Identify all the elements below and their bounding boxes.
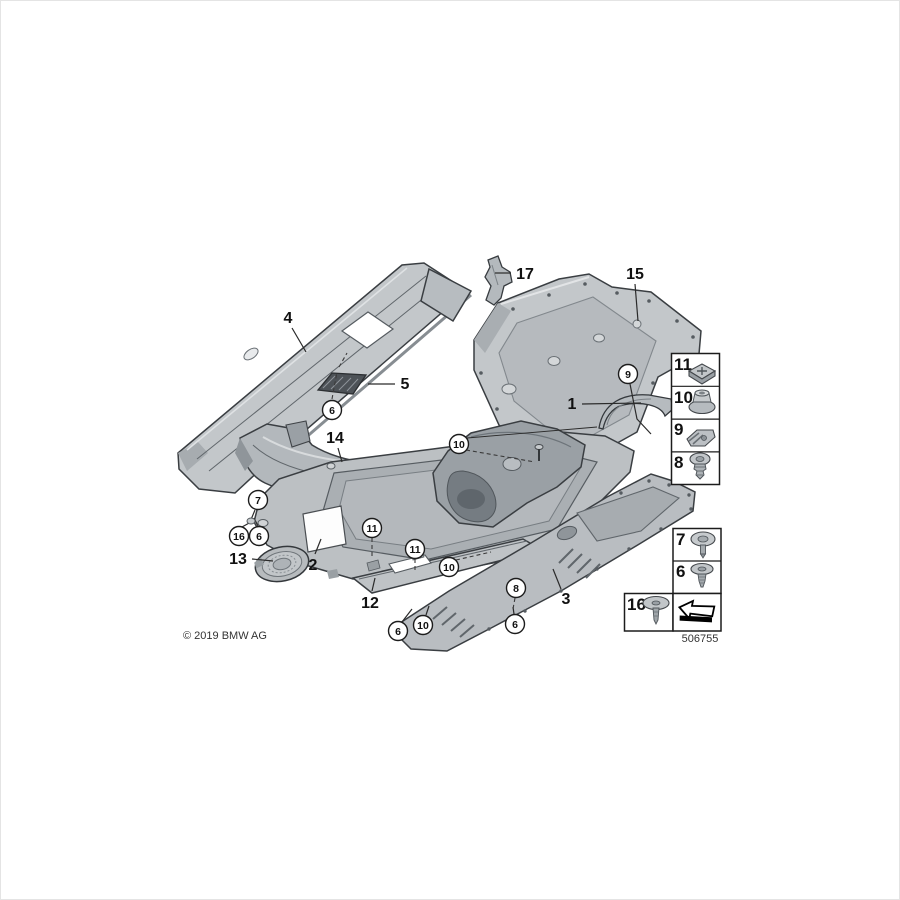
legend-fastener-table: 11 10 9 8 xyxy=(623,352,722,632)
heat-shield-5 xyxy=(316,372,368,395)
callout-text-10-c[interactable]: 10 xyxy=(417,620,429,632)
legend-num-8[interactable]: 8 xyxy=(674,453,683,472)
legend-num-16[interactable]: 16 xyxy=(627,595,646,614)
washer-screw-icon xyxy=(690,531,716,559)
plastic-nut-icon xyxy=(688,389,716,415)
callout-text-7[interactable]: 7 xyxy=(255,495,261,507)
legend-cell-9[interactable]: 9 xyxy=(674,420,716,447)
legend-cell-16[interactable]: 16 xyxy=(627,595,670,626)
part-label-12[interactable]: 12 xyxy=(361,595,379,612)
center-heat-shield xyxy=(432,420,586,528)
callout-text-8[interactable]: 8 xyxy=(513,583,519,595)
panel-3-ribs xyxy=(558,548,601,579)
callout-text-6-d[interactable]: 6 xyxy=(512,619,518,631)
cover-cap-13 xyxy=(254,545,310,583)
underbody-panel-3 xyxy=(398,473,696,652)
callout-circle-9[interactable]: 9 xyxy=(617,363,639,385)
panel-4-end-shade xyxy=(178,442,208,471)
panel-2-slot xyxy=(302,505,347,553)
legend-cell-6[interactable]: 6 xyxy=(676,562,714,588)
callout-circle-10-a[interactable]: 10 xyxy=(448,433,470,455)
legend-cell-11[interactable]: 11 xyxy=(674,355,717,385)
callout-circle-6-d[interactable]: 6 xyxy=(504,613,526,635)
callout-circle-8[interactable]: 8 xyxy=(505,577,527,599)
part-label-17[interactable]: 17 xyxy=(516,266,534,283)
legend-num-11[interactable]: 11 xyxy=(674,355,692,374)
callout-text-6-c[interactable]: 6 xyxy=(395,626,401,638)
large-washer-rivet-icon xyxy=(642,595,670,626)
part-label-13[interactable]: 13 xyxy=(229,551,247,568)
callout-circle-11-a[interactable]: 11 xyxy=(361,517,383,539)
clamp-clip-icon xyxy=(686,429,716,447)
legend-cell-8[interactable]: 8 xyxy=(674,452,711,480)
part-label-15[interactable]: 15 xyxy=(626,266,644,283)
callout-text-16[interactable]: 16 xyxy=(233,531,245,543)
callout-circle-7[interactable]: 7 xyxy=(247,489,269,511)
expanding-rivet-icon xyxy=(689,452,711,480)
part-label-1[interactable]: 1 xyxy=(568,396,577,413)
callout-circle-10-b[interactable]: 10 xyxy=(438,556,460,578)
callout-circle-11-b[interactable]: 11 xyxy=(404,538,426,560)
legend-num-10[interactable]: 10 xyxy=(674,388,693,407)
panel-3-rivet-holes xyxy=(487,479,693,631)
panel-3-left-ribs xyxy=(432,606,475,638)
callout-text-11-a[interactable]: 11 xyxy=(366,523,377,535)
callout-circle-10-c[interactable]: 10 xyxy=(412,614,434,636)
legend-num-6[interactable]: 6 xyxy=(676,562,685,581)
rivet-screw-icon xyxy=(690,562,714,588)
callout-text-10-a[interactable]: 10 xyxy=(453,439,465,451)
leader-lines xyxy=(241,272,652,623)
part-label-3[interactable]: 3 xyxy=(562,591,571,608)
copyright-text: © 2019 BMW AG xyxy=(183,630,267,642)
callout-text-6-a[interactable]: 6 xyxy=(329,405,335,417)
part-number-labels: 4 5 17 15 1 14 13 2 12 3 xyxy=(229,266,644,612)
callout-text-9[interactable]: 9 xyxy=(625,369,631,381)
part-label-14[interactable]: 14 xyxy=(326,430,344,447)
legend-num-7[interactable]: 7 xyxy=(676,530,685,549)
underbody-panel-15 xyxy=(473,273,702,472)
fastener-callouts: 6 9 10 7 16 6 11 11 xyxy=(228,363,639,642)
cage-nut-icon xyxy=(687,363,717,385)
callout-circle-16[interactable]: 16 xyxy=(228,525,250,547)
callout-text-10-b[interactable]: 10 xyxy=(443,562,455,574)
gusset-panel xyxy=(420,267,473,323)
part-label-4[interactable]: 4 xyxy=(284,310,293,327)
legend-cell-10[interactable]: 10 xyxy=(674,388,716,415)
legend-cell-7[interactable]: 7 xyxy=(676,530,716,559)
callout-circle-6-a[interactable]: 6 xyxy=(321,399,343,421)
callout-circle-6-c[interactable]: 6 xyxy=(387,620,409,642)
callout-text-6-b[interactable]: 6 xyxy=(256,531,262,543)
bolt-mark xyxy=(534,444,544,450)
callout-text-11-b[interactable]: 11 xyxy=(409,544,420,556)
part-label-2[interactable]: 2 xyxy=(309,557,318,574)
panel-4-opening xyxy=(340,311,395,349)
callout-circle-6-b[interactable]: 6 xyxy=(248,525,270,547)
diagram-number: 506755 xyxy=(682,633,719,645)
direction-arrow-icon xyxy=(677,599,716,623)
legend-num-9[interactable]: 9 xyxy=(674,420,683,439)
part-label-5[interactable]: 5 xyxy=(401,376,410,393)
